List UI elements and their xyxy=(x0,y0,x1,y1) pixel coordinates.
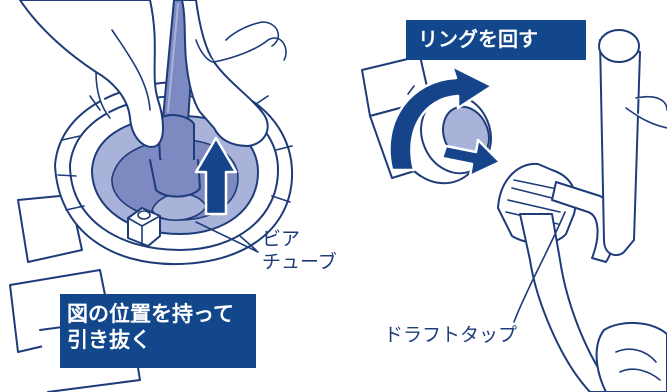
pull-up-arrow xyxy=(194,136,238,216)
draft-tap-leader xyxy=(513,211,566,323)
left-hand xyxy=(19,0,164,148)
rotate-ring-arrow xyxy=(388,64,494,172)
ring-label-text: リングを回す xyxy=(418,27,538,51)
tube-callout-line2: チューブ xyxy=(262,250,337,273)
tube-callout-line1: ビア xyxy=(262,228,301,250)
draft-tap xyxy=(497,29,667,392)
right-hand xyxy=(181,0,287,147)
pull-out-arrow xyxy=(440,138,502,178)
faucet-ring xyxy=(361,55,492,185)
beer-tube-leader xyxy=(195,221,259,253)
tap-callout-text: ドラフトタップ xyxy=(384,324,518,346)
beer-tube-callout: ビア チューブ xyxy=(262,228,337,274)
hold-label-line2: 引き抜く xyxy=(67,328,151,353)
rotate-ring-label: リングを回す xyxy=(406,20,586,60)
hold-label-line1: 図の位置を持って xyxy=(67,302,234,326)
hold-and-pull-label: 図の位置を持って 引き抜く xyxy=(60,294,256,368)
draft-tap-callout: ドラフトタップ xyxy=(384,324,517,347)
